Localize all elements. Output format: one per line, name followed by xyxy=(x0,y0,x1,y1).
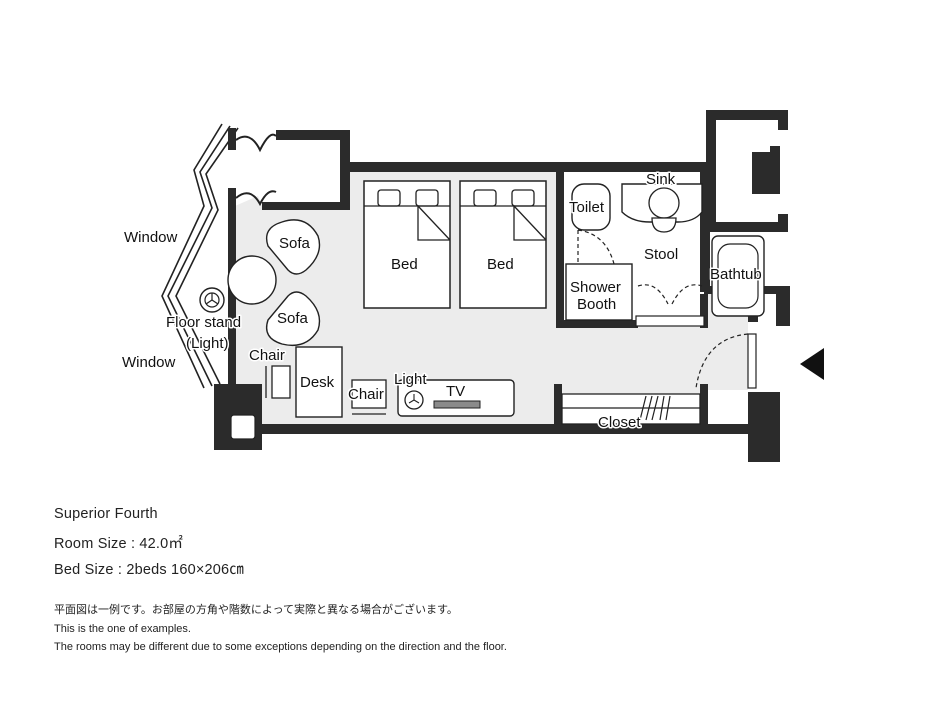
entrance-door xyxy=(747,333,757,389)
label-tv: TV xyxy=(446,383,465,400)
label-toilet: Toilet xyxy=(569,199,605,216)
chair-right xyxy=(351,379,387,415)
label-bed-right: Bed xyxy=(487,256,514,273)
chair-left xyxy=(265,365,291,399)
shower-booth xyxy=(565,263,633,321)
label-stool: Stool xyxy=(644,246,678,263)
tv-console xyxy=(397,379,515,417)
label-desk: Desk xyxy=(300,374,335,391)
label-bathtub: Bathtub xyxy=(710,266,762,283)
bathroom-door-frame xyxy=(635,315,705,327)
label-chair-right: Chair xyxy=(348,386,384,403)
label-sofa-bottom: Sofa xyxy=(277,310,309,327)
entrance-door-swing xyxy=(695,333,749,389)
label-floor-stand-sub: (Light) xyxy=(186,335,229,352)
tv-screen xyxy=(433,400,481,409)
window-glazing xyxy=(161,123,239,389)
bay-window xyxy=(228,128,277,208)
entrance-arrow-icon xyxy=(800,348,824,380)
folding-door xyxy=(637,284,703,305)
room-size: Room Size : 42.0㎡ xyxy=(54,536,184,552)
note-english-1: This is the one of examples. xyxy=(54,623,191,635)
label-window-top: Window xyxy=(124,229,178,246)
label-closet: Closet xyxy=(598,414,641,431)
bed-left xyxy=(363,180,451,309)
label-chair-left: Chair xyxy=(249,347,285,364)
room-name: Superior Fourth xyxy=(54,506,158,522)
hanger-icons xyxy=(639,395,671,421)
label-sink: Sink xyxy=(646,171,676,188)
stool xyxy=(651,217,677,233)
sink xyxy=(621,183,703,223)
closet xyxy=(561,393,701,425)
note-english-2: The rooms may be different due to some e… xyxy=(54,641,507,653)
label-sofa-top: Sofa xyxy=(279,235,311,252)
label-bed-left: Bed xyxy=(391,256,418,273)
label-floor-stand: Floor stand xyxy=(166,314,241,331)
label-shower: Shower xyxy=(570,279,621,296)
plan-labels: Window Window Sofa Sofa Floor stand (Lig… xyxy=(122,170,763,433)
walls xyxy=(214,110,790,462)
toilet xyxy=(571,183,611,231)
note-japanese: 平面図は一例です。お部屋の方角や階数によって実際と異なる場合がございます。 xyxy=(54,604,458,616)
shower-door xyxy=(577,229,615,265)
bed-size: Bed Size : 2beds 160×206㎝ xyxy=(54,562,245,578)
pillar-box xyxy=(230,414,256,440)
label-light: Light xyxy=(394,371,427,388)
desk xyxy=(295,346,343,418)
lamp-icon xyxy=(404,390,424,410)
label-window-bottom: Window xyxy=(122,354,176,371)
sofa-top xyxy=(265,219,321,275)
sofa-bottom xyxy=(265,291,321,347)
floor-plan: Window Window Sofa Sofa Floor stand (Lig… xyxy=(122,110,824,462)
label-booth: Booth xyxy=(577,296,616,313)
bed-right xyxy=(459,180,547,309)
floor-stand-light-icon xyxy=(199,287,225,313)
round-table xyxy=(227,255,277,305)
